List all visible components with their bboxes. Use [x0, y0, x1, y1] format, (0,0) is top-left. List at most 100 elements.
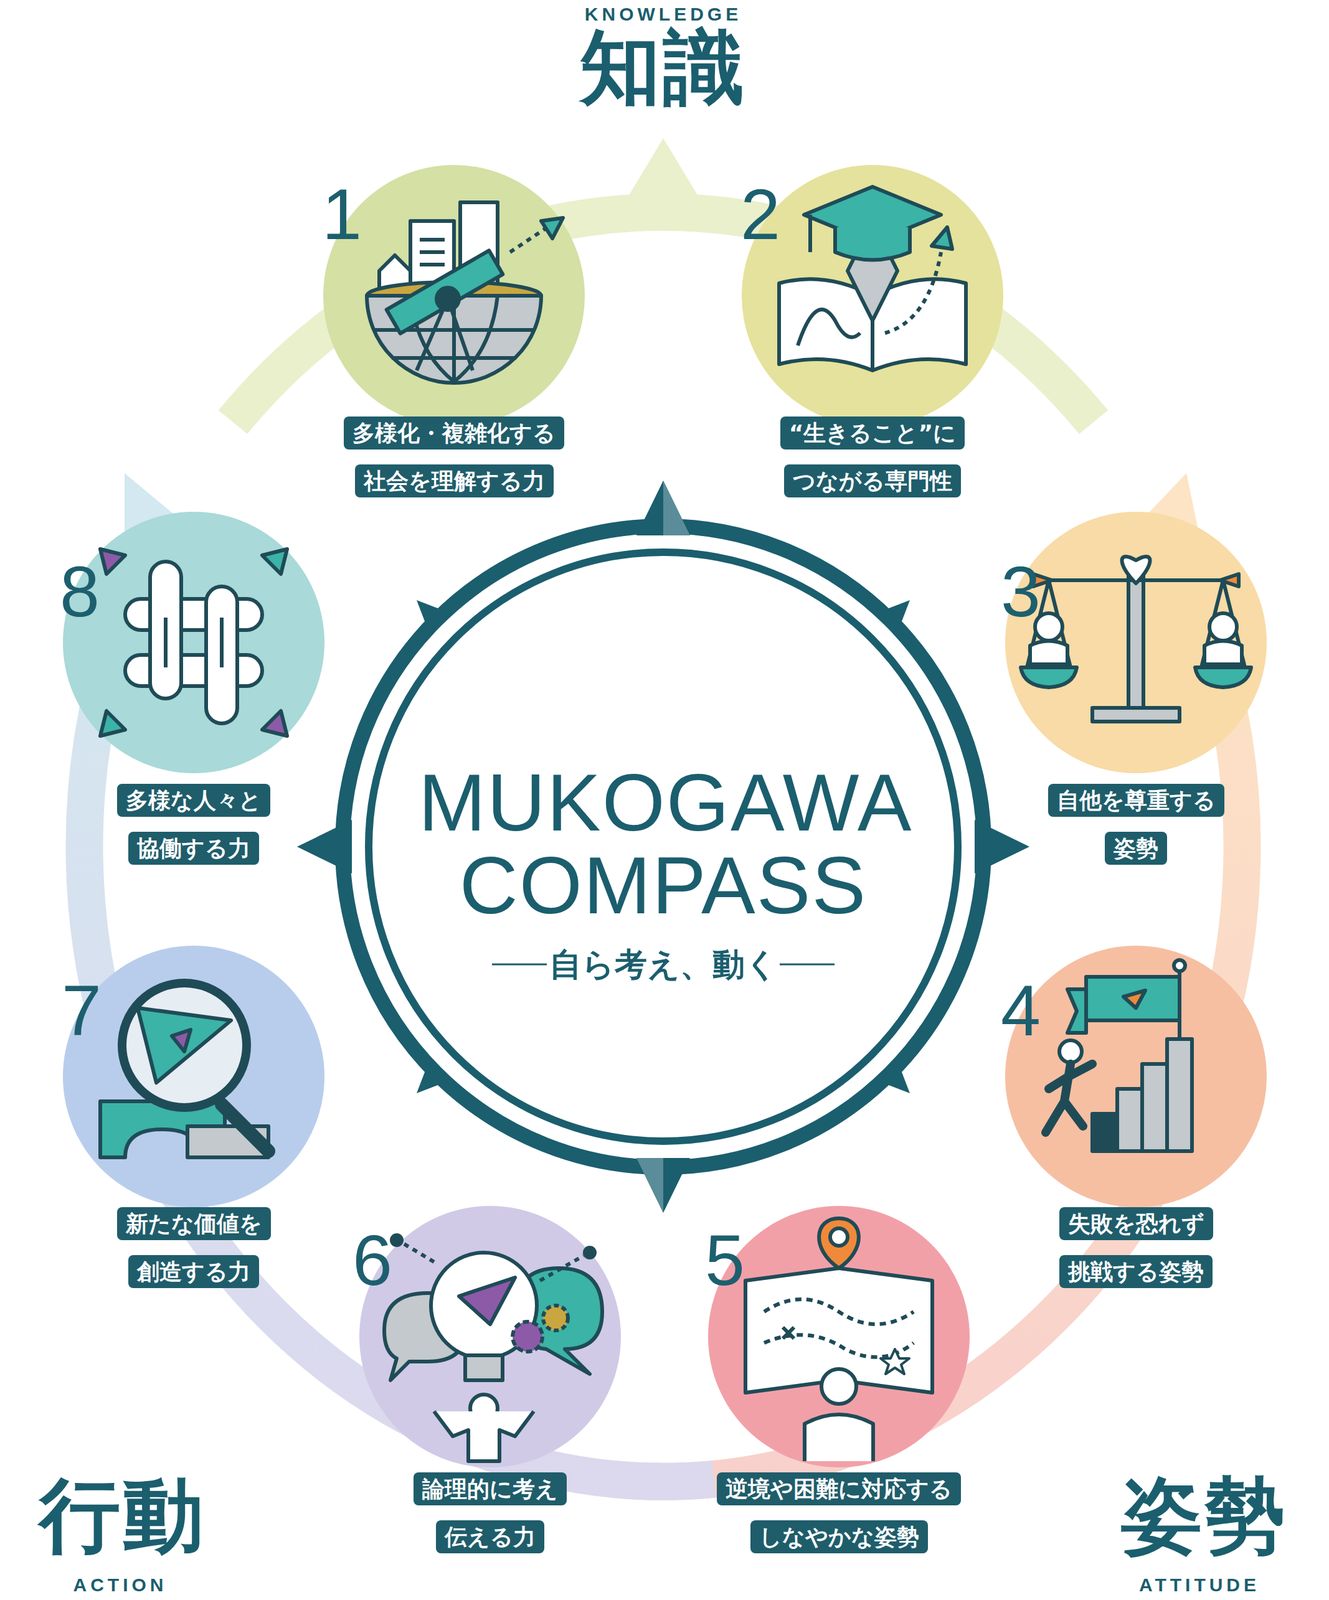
icon-resilience-part	[830, 1228, 848, 1247]
item-circle: 7新たな価値を 創造する力	[62, 945, 325, 1208]
item-label-box: 論理的に考え 伝える力	[407, 1467, 573, 1564]
callout-number: 8	[59, 556, 100, 628]
icon-logic-part	[391, 1235, 402, 1246]
compass-ring-part	[663, 480, 691, 536]
icon-challenge	[1045, 960, 1192, 1152]
icon-value	[100, 983, 269, 1158]
icon-logic-part	[584, 1248, 595, 1259]
icon-resilience-part	[818, 1218, 859, 1269]
compass-ring-part	[491, 964, 547, 966]
icon-respect-part	[1026, 580, 1245, 668]
axis-label-en: ACTION	[73, 1574, 168, 1596]
item-circle: 1多様化・複雑化する 社会を理解する力	[323, 165, 585, 427]
icon-society-part	[416, 298, 473, 371]
cycle-ring	[84, 212, 1242, 1483]
item-circles-part	[323, 165, 585, 427]
icon-logic-part	[402, 1243, 584, 1282]
ring-arrow	[124, 138, 1202, 549]
icon-challenge-part	[1142, 1064, 1168, 1152]
item-label: 逆境や困難に対応する しなやかな姿勢	[716, 1472, 961, 1554]
icon-challenge-part	[1092, 1114, 1118, 1152]
icon-resilience	[745, 1218, 933, 1462]
item-circles	[62, 165, 1267, 1468]
compass-ring-part	[342, 526, 984, 1168]
icon-collaboration	[100, 549, 288, 737]
callout-number: 3	[1000, 556, 1041, 628]
icon-collaboration-part	[262, 711, 288, 737]
icon-challenge-part	[1059, 1040, 1082, 1064]
compass-circle: MUKOGAWA COMPASS自ら考え、動く	[367, 551, 960, 1143]
icon-resilience-part	[782, 1327, 795, 1339]
icon-logic-part	[465, 1355, 503, 1381]
item-label-box: 失敗を恐れず 挑戦する姿勢	[1053, 1202, 1219, 1299]
icon-respect-part	[1020, 667, 1252, 688]
item-label: 多様な人々と 協働する力	[117, 784, 271, 866]
icon-collaboration-part	[125, 655, 263, 687]
icon-expertise	[779, 186, 966, 371]
axis-label: 姿勢	[1120, 1471, 1288, 1561]
compass-ring-part-part	[636, 1158, 691, 1214]
icon-challenge-part	[1086, 977, 1180, 1021]
item-label-box: 多様な人々と 協働する力	[110, 779, 277, 875]
callout-number: 7	[61, 975, 102, 1047]
axis-label-en: KNOWLEDGE	[584, 3, 742, 25]
compass-ring-part-part	[405, 1058, 453, 1105]
item-circle: 3自他を尊重する 姿勢	[1005, 511, 1267, 774]
icon-society-part	[419, 262, 445, 267]
icon-collaboration-part	[165, 617, 222, 668]
icon-respect	[1020, 556, 1252, 722]
icon-logic-part	[512, 1322, 543, 1353]
compass-tagline: 自ら考え、動く	[549, 945, 778, 984]
item-label-box: 多様化・複雑化する 社会を理解する力	[337, 411, 571, 508]
icon-value-part	[221, 1104, 269, 1152]
compass-ring-part-part	[974, 820, 1030, 874]
icon-expertise-part	[797, 309, 861, 346]
axis-label-en: ATTITUDE	[1139, 1574, 1260, 1596]
item-circles-part	[1005, 511, 1267, 774]
compass-ring	[297, 480, 1030, 1214]
icon-challenge-part	[1067, 989, 1087, 1034]
icon-challenge-part	[1045, 1064, 1093, 1133]
item-label: 失敗を恐れず 挑戦する姿勢	[1059, 1207, 1214, 1289]
item-circle: 2“生きること”に つながる専門性	[741, 165, 1004, 427]
item-circles-part	[1005, 945, 1267, 1208]
icon-collaboration-part	[100, 549, 126, 575]
icon-expertise-part	[808, 214, 813, 253]
icon-society-part	[419, 250, 445, 255]
item-label-box: 自他を尊重する 姿勢	[1041, 779, 1230, 875]
compass-ring-part-part	[874, 589, 922, 636]
item-circle: 4失敗を恐れず 挑戦する姿勢	[1005, 945, 1267, 1208]
item-label-box: “生きること”に つながる専門性	[767, 411, 978, 508]
callout-number: 2	[740, 178, 781, 251]
item-circles-part	[62, 945, 325, 1208]
compass-ring-part-part	[636, 480, 691, 536]
icon-resilience-part	[880, 1349, 910, 1375]
icon-society-part	[419, 237, 445, 242]
callout-number: 4	[1000, 975, 1041, 1047]
compass-ring-part	[636, 1158, 664, 1214]
icon-collaboration-part	[262, 549, 288, 575]
icon-respect-part	[1030, 641, 1242, 666]
item-circles-part	[359, 1206, 621, 1468]
item-label-box: 逆境や困難に対応する しなやかな姿勢	[711, 1467, 967, 1564]
compass-ring-part-part	[297, 820, 352, 874]
icon-respect-part	[1092, 708, 1180, 722]
icon-expertise-part	[835, 227, 910, 261]
icon-respect-part	[1122, 556, 1151, 584]
item-circle: 6論理的に考え 伝える力	[359, 1206, 621, 1468]
icon-value-part	[122, 983, 247, 1108]
icon-logic-part	[458, 1277, 516, 1325]
icon-society-part	[386, 250, 504, 334]
icon-value-part	[171, 1030, 191, 1052]
icon-respect-part	[1128, 571, 1144, 709]
icon-respect-part	[1209, 613, 1237, 641]
item-circles-part	[708, 1206, 970, 1468]
icon-logic	[384, 1235, 603, 1462]
compass-ring-part	[368, 552, 958, 1142]
icon-society	[366, 202, 563, 384]
item-label: 論理的に考え 伝える力	[413, 1472, 567, 1554]
icon-society-part	[541, 217, 563, 239]
item-circle: 8多様な人々と 協働する力	[62, 511, 325, 774]
compass-ring-part-part	[405, 589, 453, 636]
icon-logic-part	[434, 1411, 534, 1462]
